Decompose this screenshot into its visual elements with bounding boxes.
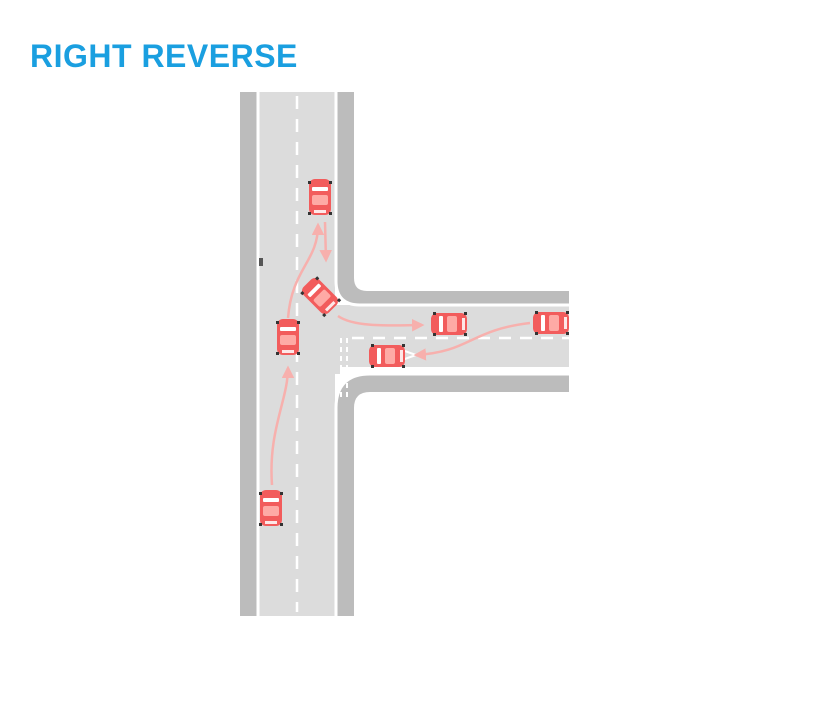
path-reverse-into-side-road bbox=[337, 314, 425, 332]
roadside-marker bbox=[259, 258, 263, 266]
car-icon bbox=[259, 490, 283, 526]
road-network bbox=[240, 92, 569, 616]
path-pull-forward bbox=[286, 222, 325, 319]
kerb-lower-right bbox=[336, 374, 569, 616]
car-icon bbox=[369, 344, 405, 368]
path-reverse-back bbox=[319, 221, 332, 263]
kerb-left bbox=[240, 92, 258, 616]
car-icon bbox=[308, 179, 332, 215]
road-edge-line-lower bbox=[334, 372, 569, 616]
car-icon bbox=[533, 311, 569, 335]
road-fill-corner bbox=[300, 305, 340, 374]
diagram-title: RIGHT REVERSE bbox=[30, 38, 298, 74]
car-icon bbox=[431, 312, 467, 336]
path-approach bbox=[270, 365, 295, 486]
movement-paths bbox=[270, 221, 531, 486]
road-edge-line-upper bbox=[334, 92, 569, 307]
car-icon bbox=[276, 319, 300, 355]
kerb-upper-right bbox=[336, 92, 569, 305]
path-drive-off bbox=[413, 321, 531, 361]
